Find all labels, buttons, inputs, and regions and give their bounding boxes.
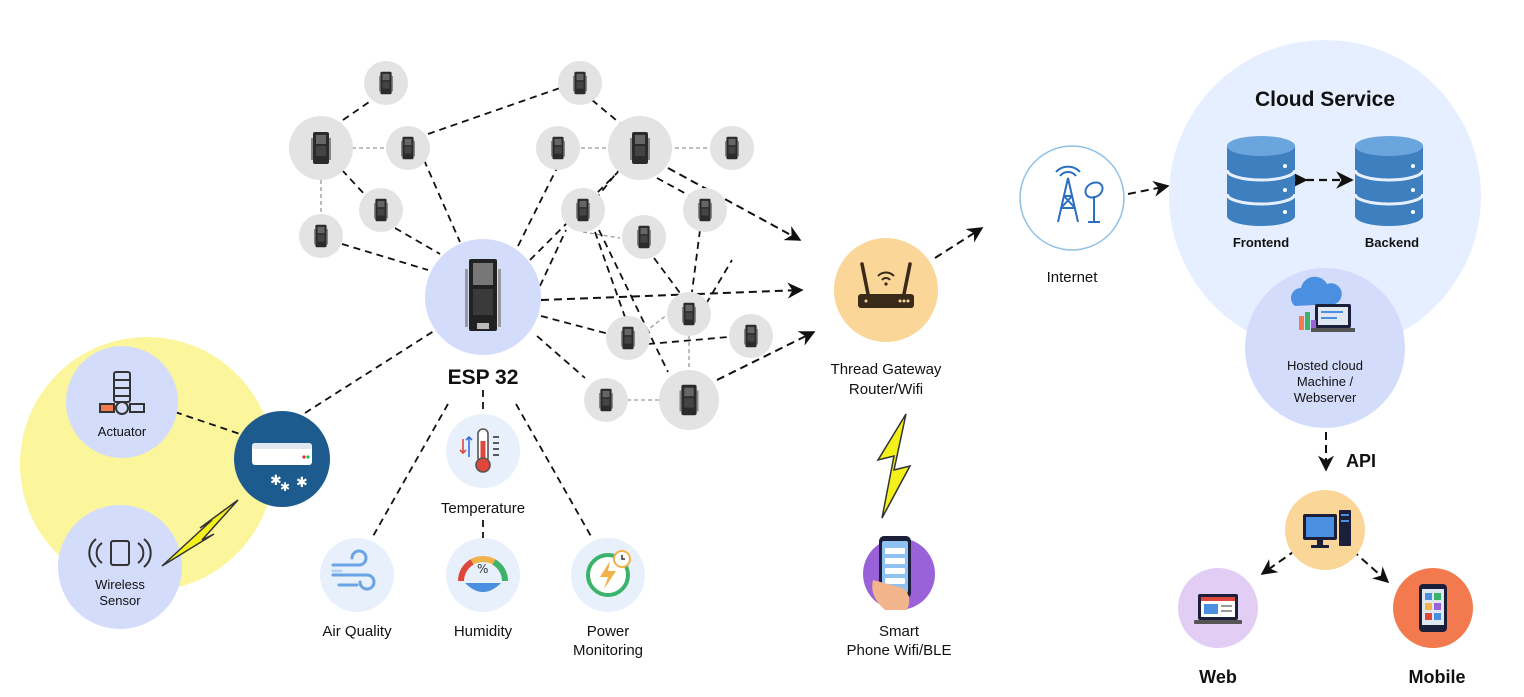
esp-node	[710, 126, 754, 170]
esp-node	[561, 188, 605, 232]
esp-node	[536, 126, 580, 170]
humidity-label: Humidity	[454, 623, 513, 640]
gateway-label-2: Router/Wifi	[849, 381, 923, 398]
esp-node	[622, 215, 666, 259]
data-flow-arrows	[540, 167, 1390, 584]
svg-text:%: %	[477, 562, 488, 576]
mobile-client-node	[1393, 568, 1473, 648]
esp-node	[386, 126, 430, 170]
esp-node	[299, 214, 343, 258]
humidity-gauge-icon: %	[458, 556, 508, 592]
temperature-label: Temperature	[441, 500, 525, 517]
esp-node	[608, 116, 672, 180]
gateway-label-1: Thread Gateway	[831, 361, 942, 378]
smart-phone-node	[863, 536, 935, 610]
wireless-bolt-icon	[161, 499, 239, 567]
antenna-tower-icon	[1055, 165, 1104, 223]
air-quality-node	[320, 538, 394, 612]
web-client-node	[1178, 568, 1258, 648]
hosted-label-2: Machine /	[1297, 374, 1354, 389]
power-meter-icon	[586, 550, 631, 597]
esp-node	[667, 292, 711, 336]
esp-node	[606, 316, 650, 360]
svg-text:✱: ✱	[280, 480, 290, 494]
esp-node	[359, 188, 403, 232]
esp-node	[659, 370, 719, 430]
esp-node	[584, 378, 628, 422]
mesh-links-dashed	[174, 87, 741, 540]
humidity-node: %	[446, 538, 520, 612]
api-computer-node	[1285, 490, 1365, 570]
air-conditioner-node: ✱ ✱ ✱	[234, 411, 330, 507]
actuator-icon	[99, 371, 145, 415]
wireless-sensor-icon	[88, 538, 152, 568]
internet-node	[1019, 145, 1125, 251]
power-label-2: Monitoring	[573, 642, 643, 659]
backend-database-icon	[1353, 136, 1425, 226]
gateway-phone-bolt-icon	[876, 413, 912, 519]
esp-node	[729, 314, 773, 358]
web-label: Web	[1199, 667, 1237, 687]
mobile-label: Mobile	[1409, 667, 1466, 687]
mesh-nodes	[289, 61, 773, 430]
air-conditioner-icon: ✱ ✱ ✱	[252, 443, 312, 494]
esp-node	[364, 61, 408, 105]
esp-node	[289, 116, 353, 180]
wireless-sensor-label-1: Wireless	[95, 577, 145, 592]
wind-icon	[331, 549, 376, 591]
actuator-node	[66, 346, 178, 458]
mobile-phone-icon	[1419, 584, 1447, 632]
cloud-service-title: Cloud Service	[1255, 88, 1395, 111]
actuator-label: Actuator	[98, 424, 147, 439]
esp32-label: ESP 32	[448, 366, 519, 389]
svg-text:✱: ✱	[296, 475, 308, 491]
api-label: API	[1346, 451, 1376, 471]
power-label-1: Power	[587, 623, 630, 640]
internet-label: Internet	[1047, 269, 1099, 286]
phone-in-hand-icon	[872, 536, 911, 610]
router-icon	[858, 262, 914, 308]
hosted-cloud-node	[1245, 268, 1405, 428]
thermometer-icon	[459, 428, 499, 473]
svg-text:✱: ✱	[270, 473, 282, 489]
cloud-service-background	[1169, 40, 1481, 352]
esp-node	[558, 61, 602, 105]
temperature-node	[446, 414, 520, 488]
laptop-icon	[1194, 594, 1242, 624]
frontend-database-icon	[1225, 136, 1297, 226]
backend-label: Backend	[1365, 235, 1419, 250]
cloud-computer-icon	[1291, 276, 1355, 332]
air-quality-label: Air Quality	[322, 623, 392, 640]
wireless-sensor-label-2: Sensor	[99, 593, 141, 608]
wireless-sensor-node	[58, 505, 182, 629]
hosted-label-3: Webserver	[1294, 390, 1357, 405]
esp-node	[683, 188, 727, 232]
esp32-hub	[425, 239, 541, 355]
power-monitoring-node	[571, 538, 645, 612]
phone-label-2: Phone Wifi/BLE	[846, 642, 951, 659]
desktop-computer-icon	[1303, 510, 1351, 548]
frontend-label: Frontend	[1233, 235, 1289, 250]
hosted-label-1: Hosted cloud	[1287, 358, 1363, 373]
thread-gateway-node	[834, 238, 938, 342]
phone-label-1: Smart	[879, 623, 920, 640]
